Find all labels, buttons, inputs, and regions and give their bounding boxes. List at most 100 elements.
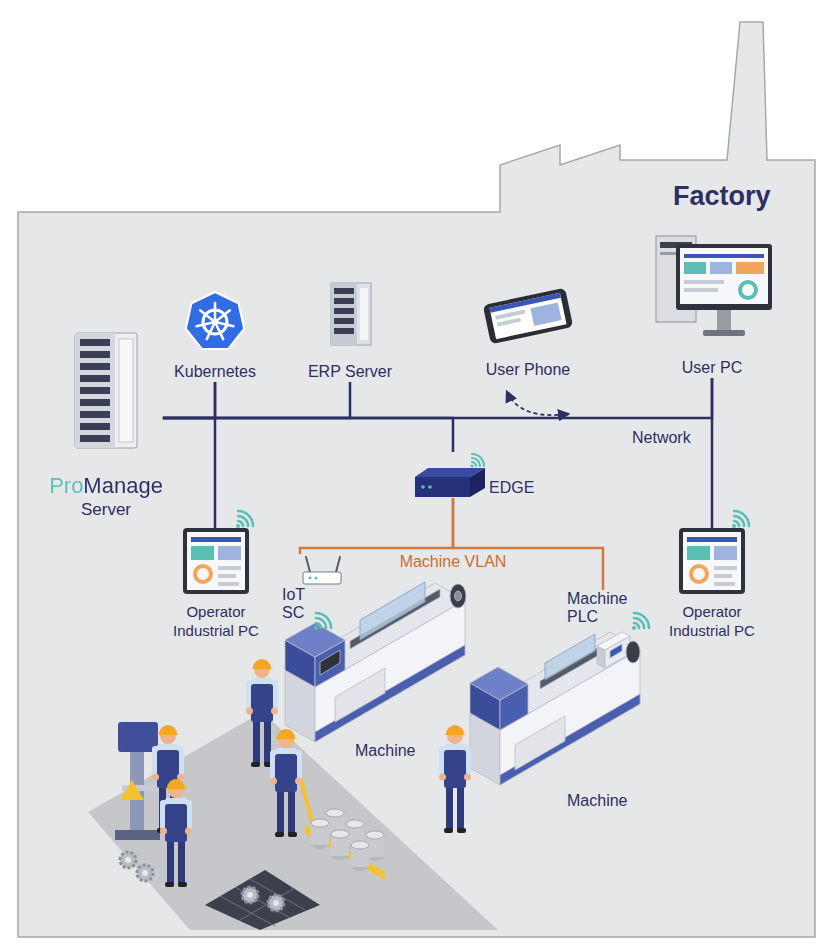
desktop-pc-icon — [676, 244, 772, 310]
desktop-pc-icon — [736, 262, 764, 274]
building-outline — [18, 22, 815, 937]
server-icon — [119, 339, 133, 442]
phone-icon — [530, 302, 561, 325]
node-label: Operator Industrial PC — [160, 602, 272, 640]
desktop-pc-icon — [684, 254, 764, 258]
pallet-truck — [331, 830, 349, 860]
lathe-machine — [455, 591, 462, 601]
kubernetes-node: Kubernetes — [174, 290, 256, 382]
server-icon — [80, 435, 110, 442]
drill-press — [118, 722, 158, 752]
node-label: IoT SC — [282, 586, 305, 622]
worker-figure — [160, 779, 192, 887]
plc-node: Machine PLC — [567, 590, 627, 626]
lathe-machine — [610, 644, 622, 658]
edge-device-icon — [415, 477, 470, 497]
erp-server-icon — [334, 288, 354, 294]
operator-pc-node: Operator Industrial PC — [160, 528, 272, 640]
erp-server-icon — [334, 318, 354, 324]
router-icon — [309, 577, 312, 580]
node-label: User PC — [652, 358, 772, 378]
server-icon — [80, 339, 110, 346]
kubernetes-icon — [197, 303, 234, 339]
logo-text: ProManage — [49, 473, 163, 499]
node-label: Server — [49, 499, 163, 520]
node-label: Machine — [567, 791, 627, 811]
edge-label: Machine VLAN — [400, 552, 507, 572]
server-icon — [80, 387, 110, 394]
cnc-table — [220, 879, 305, 926]
machine-node: Machine — [355, 741, 415, 761]
erp-server-icon — [334, 298, 354, 304]
network-link — [711, 378, 714, 528]
erp-server-icon — [334, 308, 354, 314]
phone-node: User Phone — [483, 288, 573, 380]
label-anchor: Network — [632, 428, 691, 448]
node-label: Operator Industrial PC — [656, 602, 768, 640]
worker-figure — [270, 729, 302, 837]
edge-device-icon — [421, 485, 425, 489]
desktop-pc-icon — [717, 310, 731, 330]
desktop-pc-icon — [684, 262, 706, 274]
node-label: ERP Server — [308, 362, 392, 382]
desktop-pc-icon — [680, 248, 768, 304]
desktop-pc-icon — [684, 288, 718, 292]
desktop-pc-icon — [703, 330, 745, 336]
server-icon — [75, 333, 137, 448]
industrial-pc-icon — [679, 528, 745, 594]
node-label: Machine — [355, 741, 415, 761]
user-pc-node: User PC — [652, 233, 772, 378]
server-icon — [80, 423, 110, 430]
node-label: EDGE — [489, 478, 534, 498]
node-label: User Phone — [483, 360, 573, 380]
iot-node: IoT SC — [282, 554, 305, 622]
desktop-pc-icon — [710, 262, 732, 274]
lathe-machine — [626, 641, 640, 663]
server-icon — [80, 375, 110, 382]
erp-server-icon — [331, 283, 371, 345]
label-anchor: Machine VLAN — [400, 552, 507, 572]
network-link — [214, 382, 217, 528]
server-node: ProManageServer — [49, 333, 163, 520]
gear — [137, 865, 153, 881]
router-icon — [315, 577, 318, 580]
cnc-table — [268, 895, 284, 911]
phone-icon — [497, 318, 521, 327]
network-label: Network — [632, 428, 691, 448]
cnc-table — [242, 887, 258, 903]
erp-server-icon — [331, 283, 357, 345]
server-icon — [80, 351, 110, 358]
server-icon — [80, 399, 110, 406]
server-icon — [80, 411, 110, 418]
edge-node: EDGE — [415, 452, 534, 498]
factory-building: ProManageServer Kubernetes ERP Server User … — [18, 20, 815, 937]
node-label: Machine PLC — [567, 590, 627, 626]
kubernetes-icon — [212, 319, 218, 325]
desktop-pc-icon — [684, 280, 724, 284]
server-icon — [75, 333, 115, 448]
lathe-machine — [450, 584, 466, 608]
phone-icon — [495, 310, 525, 320]
erp-server-icon — [331, 283, 371, 345]
pallet-truck — [351, 841, 369, 871]
router-icon — [303, 572, 341, 584]
machine-node: Machine — [567, 791, 627, 811]
building-title: Factory — [673, 180, 771, 212]
drill-press — [115, 830, 160, 840]
lathe-machine — [320, 650, 340, 675]
pallet-truck — [311, 819, 329, 849]
cnc-table — [205, 870, 320, 930]
edge-device-icon — [428, 485, 432, 489]
desktop-pc-icon — [740, 282, 756, 298]
operator-pc-node: Operator Industrial PC — [656, 528, 768, 640]
industrial-pc-icon — [183, 528, 249, 594]
erp-server-icon — [360, 288, 368, 340]
erp-server-icon — [334, 328, 354, 334]
erp-server-node: ERP Server — [308, 282, 392, 382]
server-icon — [80, 363, 110, 370]
gear — [120, 852, 136, 868]
server-icon — [75, 333, 137, 448]
node-label: Kubernetes — [174, 362, 256, 382]
cnc-table — [205, 870, 320, 930]
